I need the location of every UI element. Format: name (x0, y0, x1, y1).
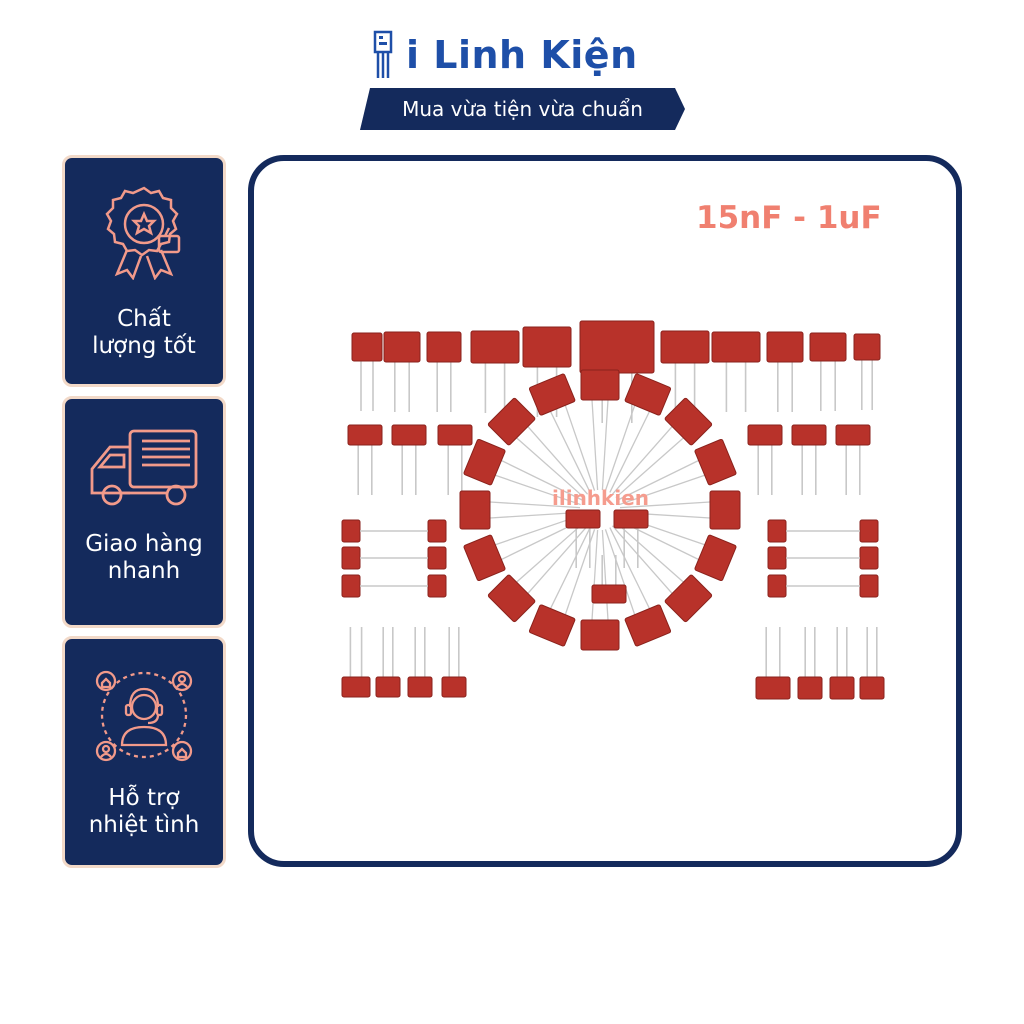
capacitor (835, 424, 871, 495)
capacitor (613, 509, 649, 568)
tagline-banner: Mua vừa tiện vừa chuẩn (360, 88, 685, 130)
product-frame (248, 155, 962, 867)
capacitor (459, 490, 581, 530)
capacitor (591, 555, 627, 604)
capacitor (580, 529, 620, 651)
capacitor (859, 519, 879, 543)
capacitor (859, 627, 885, 700)
feature-card-quality: Chất lượng tốt (62, 155, 226, 387)
capacitor (426, 331, 462, 412)
capacitor (407, 627, 433, 698)
brand-logo[interactable]: i Linh Kiện (372, 30, 638, 80)
capacitor (528, 373, 596, 493)
feature-label-quality: Chất lượng tốt (92, 306, 196, 359)
capacitor (767, 546, 787, 570)
capacitor (604, 527, 672, 647)
capacitor (470, 330, 520, 413)
capacitor (347, 424, 383, 495)
feature-card-delivery: Giao hàng nhanh (62, 396, 226, 628)
capacitor (487, 397, 589, 499)
capacitor (829, 627, 855, 700)
tagline-text: Mua vừa tiện vừa chuẩn (402, 97, 643, 121)
capacitor (341, 546, 361, 570)
capacitor (383, 331, 421, 412)
capacitor (859, 574, 879, 598)
chip-icon (373, 30, 393, 78)
capacitor (617, 438, 737, 506)
feature-card-support: Hỗ trợ nhiệt tình (62, 636, 226, 868)
brand-name: i Linh Kiện (406, 33, 638, 77)
capacitor (767, 574, 787, 598)
capacitor (341, 519, 361, 543)
capacitor (853, 333, 881, 410)
capacitor (341, 627, 371, 698)
watermark: ilinhkien (552, 486, 650, 510)
capacitor (711, 331, 761, 412)
capacitor (427, 519, 447, 543)
capacitor (427, 574, 447, 598)
capacitor (341, 574, 361, 598)
capacitor (797, 627, 823, 700)
capacitance-range: 15nF - 1uF (696, 200, 882, 236)
delivery-truck-icon (65, 427, 223, 511)
capacitor (791, 424, 827, 495)
capacitor (809, 332, 847, 411)
capacitor (437, 424, 473, 495)
capacitor (351, 332, 383, 411)
capacitor (611, 521, 713, 623)
award-badge-icon (65, 184, 223, 280)
capacitor (859, 546, 879, 570)
capacitor (660, 330, 710, 413)
capacitor (487, 521, 589, 623)
capacitor-assortment-image (341, 320, 885, 700)
feature-label-support: Hỗ trợ nhiệt tình (88, 785, 200, 838)
capacitor (755, 627, 791, 700)
capacitor (604, 373, 672, 493)
capacitor (619, 490, 741, 530)
capacitor (766, 331, 804, 412)
capacitor (580, 369, 620, 491)
capacitor (427, 546, 447, 570)
capacitor (565, 509, 601, 568)
capacitor (611, 397, 713, 499)
support-agent-icon (65, 663, 223, 767)
capacitor (441, 627, 467, 698)
capacitor (767, 519, 787, 543)
capacitor (375, 627, 401, 698)
capacitor (463, 438, 583, 506)
capacitor (579, 320, 655, 423)
feature-label-delivery: Giao hàng nhanh (85, 531, 203, 584)
capacitor (747, 424, 783, 495)
capacitor (391, 424, 427, 495)
